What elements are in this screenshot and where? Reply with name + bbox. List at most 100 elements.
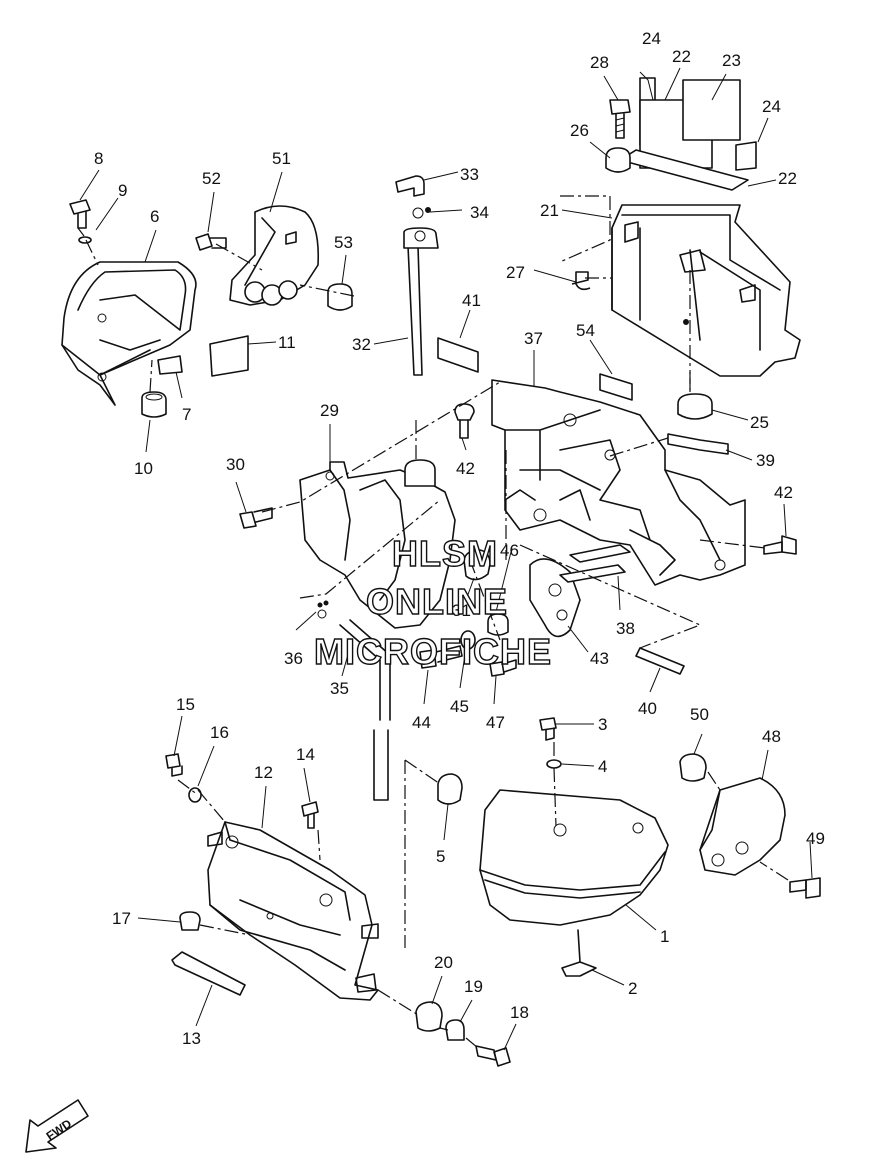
callout-12: 12 [254,763,273,782]
hose-35 [339,619,391,801]
plate-43 [529,558,581,638]
callout-10: 10 [134,459,153,478]
bracket-51 [229,205,320,306]
clip-34 [412,207,431,219]
band-39 [667,433,729,455]
callout-48: 48 [762,727,781,746]
grommet-26 [605,147,631,173]
callout-13: 13 [182,1029,201,1048]
callout-35: 35 [330,679,349,698]
watermark-line-2: ONLINE [366,581,508,622]
callout-17: 17 [112,909,131,928]
callout-47: 47 [486,713,505,732]
callout-18: 18 [510,1003,529,1022]
callout-9: 9 [118,181,127,200]
callout-37: 37 [524,329,543,348]
battery-pads [619,77,757,191]
bolt-42b [763,535,797,555]
bolt-44 [419,645,463,669]
side-cover-1 [479,789,669,926]
callout-26: 26 [570,121,589,140]
callout-43: 43 [590,649,609,668]
watermark-line-3: MICROFICHE [314,631,552,672]
battery-box [611,204,801,390]
damper-10 [141,391,167,418]
breather-pipe-32 [403,227,439,376]
callout-11: 11 [278,333,296,352]
callout-8: 8 [94,149,103,168]
callout-54: 54 [576,321,595,340]
watermark: HLSM ONLINE MICROFICHE [313,532,552,672]
washer-4 [546,759,562,769]
callout-23: 23 [722,51,741,70]
callout-42b: 42 [774,483,793,502]
callout-20: 20 [434,953,453,972]
callout-19: 19 [464,977,483,996]
screw-15 [165,753,183,777]
callout-53: 53 [334,233,353,252]
sticker-54 [599,373,633,401]
callout-32: 32 [352,335,371,354]
callout-3: 3 [598,715,607,734]
callout-41: 41 [462,291,481,310]
washer-45 [460,630,476,650]
callout-6: 6 [150,207,159,226]
callout-25: 25 [750,413,769,432]
callout-24b: 24 [762,97,781,116]
grommet-50 [679,753,707,782]
callout-24a: 24 [642,29,661,48]
collar-7 [157,355,183,375]
callout-4: 4 [598,757,607,776]
callout-29: 29 [320,401,339,420]
screw-3 [539,717,557,741]
callout-1: 1 [660,927,669,946]
callout-30: 30 [226,455,245,474]
callout-28: 28 [590,53,609,72]
callout-22b: 22 [778,169,797,188]
clip-2 [561,929,597,977]
callout-14: 14 [296,745,315,764]
bolt-18 [475,1045,511,1067]
callout-49: 49 [806,829,825,848]
grommet-31 [463,549,491,581]
grommet-53 [327,283,353,311]
bolt-8 [69,199,91,229]
screw-14 [301,801,319,829]
callout-27: 27 [506,263,525,282]
side-cover-6 [61,261,197,406]
leader-lines [79,67,813,1051]
cap-33 [395,175,425,197]
nut-17 [179,911,201,931]
bolt-52 [195,233,227,251]
callout-42a: 42 [456,459,475,478]
callout-31: 31 [452,601,471,620]
callout-16: 16 [210,723,229,742]
callout-33: 33 [460,165,479,184]
callout-51: 51 [272,149,291,168]
callout-15: 15 [176,695,195,714]
callout-22a: 22 [672,47,691,66]
collar-19 [445,1019,465,1041]
callout-2: 2 [628,979,637,998]
bracket-48 [699,777,786,876]
callout-46: 46 [500,541,519,560]
sticker-13 [171,951,246,996]
screw-47 [489,659,517,677]
grommet-5 [437,773,463,805]
washer-9 [78,236,92,244]
damper-25 [677,393,713,420]
callout-labels: 1 2 3 4 5 6 7 8 9 10 11 12 13 14 15 16 1… [94,29,825,1048]
assembly-lines [77,195,789,1049]
watermark-line-1: HLSM [392,533,498,574]
callout-50: 50 [690,705,709,724]
forward-arrow-icon: FWD [25,1099,89,1153]
clip-36 [317,600,329,619]
callout-45: 45 [450,697,469,716]
bolt-42a [454,403,475,439]
sticker-41 [437,337,479,373]
callout-7: 7 [182,405,191,424]
callout-36: 36 [284,649,303,668]
callout-40: 40 [638,699,657,718]
bolt-30 [239,507,273,529]
washer-16 [188,787,202,803]
